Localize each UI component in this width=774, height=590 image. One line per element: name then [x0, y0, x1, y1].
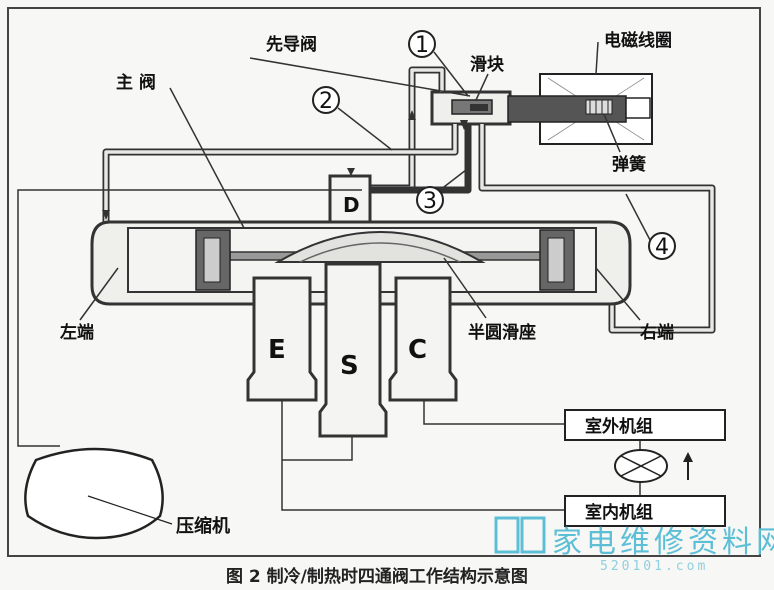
- port-d: [328, 174, 372, 224]
- pilot-valve: [430, 90, 512, 126]
- right-end-label: 右端: [640, 322, 674, 343]
- pilot-valve-leader: [249, 57, 471, 97]
- solenoid-coil: [507, 73, 653, 145]
- spring-label: 弹簧: [612, 154, 646, 175]
- main-valve-label: 主 阀: [116, 72, 156, 93]
- half-round-seat: [274, 231, 486, 263]
- port-c-label: C: [408, 335, 427, 365]
- indoor-unit-box: [564, 495, 726, 527]
- port-e: E: [246, 276, 318, 402]
- spring-coil: [585, 99, 613, 115]
- marker-2: 2: [312, 86, 340, 114]
- line-c-to-outdoor: [423, 400, 565, 425]
- svg-text:2: 2: [319, 89, 333, 114]
- port-d-label: D: [343, 193, 360, 217]
- suction-line: [282, 436, 353, 461]
- discharge-line: [17, 189, 362, 447]
- indoor-unit-label: 室内机组: [585, 502, 653, 523]
- pilot-valve-label: 先导阀: [266, 34, 317, 55]
- port-s: S: [318, 262, 388, 438]
- slider-inner: [470, 104, 488, 111]
- capillary-1: [370, 66, 446, 192]
- capillary-2: [102, 124, 459, 232]
- svg-text:3: 3: [423, 189, 437, 214]
- outdoor-unit-label: 室外机组: [585, 416, 653, 437]
- port-s-label: S: [340, 351, 359, 381]
- expansion-valve-icon: [614, 449, 668, 483]
- svg-text:1: 1: [415, 33, 429, 58]
- port-e-label: E: [268, 335, 286, 365]
- slider-label: 滑块: [470, 55, 505, 75]
- figure-caption: 图 2 制冷/制热时四通阀工作结构示意图: [226, 566, 528, 587]
- marker-3: 3: [416, 186, 444, 214]
- flow-arrow-icon: [683, 452, 693, 462]
- half-round-seat-label: 半圆滑座: [468, 322, 536, 343]
- port-c: C: [388, 276, 458, 402]
- marker-1: 1: [408, 30, 436, 58]
- watermark-logo-icon: [494, 516, 520, 554]
- left-end-label: 左端: [60, 322, 94, 343]
- compressor-icon: [24, 447, 164, 540]
- coil-label: 电磁线圈: [604, 30, 672, 51]
- watermark-sub: 520101.com: [600, 559, 708, 574]
- compressor-leader: [87, 495, 173, 525]
- line-e-to-indoor: [281, 400, 565, 511]
- coil-end-cap: [625, 97, 651, 119]
- compressor-label: 压缩机: [176, 515, 230, 537]
- watermark: 家电维修资料网 520101.com: [494, 516, 774, 574]
- watermark-text: 家电维修资料网: [552, 525, 774, 560]
- marker-4: 4: [648, 232, 676, 260]
- outdoor-unit-box: [564, 409, 726, 441]
- diagram-frame: [7, 7, 761, 557]
- svg-text:4: 4: [655, 235, 669, 260]
- capillary-3: [360, 124, 472, 194]
